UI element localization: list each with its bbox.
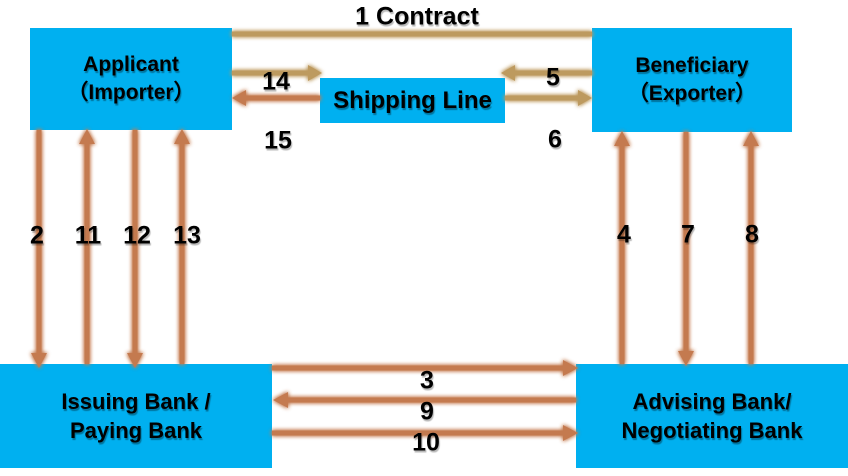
shipping-line-label: Shipping Line	[333, 86, 492, 114]
advising-bank-label-line1: Advising Bank/	[632, 389, 792, 414]
arrow-label-2: 2	[30, 221, 44, 250]
arrow-label-1-contract: 1 Contract	[355, 2, 479, 31]
applicant-importer-box: Applicant （Importer）	[30, 28, 232, 130]
arrow-label-12: 12	[123, 221, 151, 250]
arrow-label-5: 5	[546, 63, 560, 92]
arrow-label-7: 7	[681, 220, 695, 249]
advising-bank-label-line2: Negotiating Bank	[621, 418, 803, 443]
arrow-label-6: 6	[548, 125, 562, 154]
arrow-label-14: 14	[262, 67, 290, 96]
arrow-label-9: 9	[420, 397, 434, 426]
shipping-line-box: Shipping Line	[320, 78, 505, 123]
beneficiary-label-line2: （Exporter）	[627, 82, 757, 105]
arrow-label-3: 3	[420, 366, 434, 395]
arrow-label-11: 11	[74, 221, 102, 250]
beneficiary-label-line1: Beneficiary	[635, 54, 749, 77]
issuing-bank-label-line2: Paying Bank	[69, 418, 203, 443]
beneficiary-exporter-box: Beneficiary （Exporter）	[592, 28, 792, 132]
advising-negotiating-bank-box: Advising Bank/ Negotiating Bank	[576, 364, 848, 468]
arrow-label-8: 8	[745, 220, 759, 249]
issuing-paying-bank-box: Issuing Bank / Paying Bank	[0, 364, 272, 468]
arrow-label-4: 4	[617, 220, 631, 249]
applicant-label-line2: （Importer）	[67, 81, 195, 104]
applicant-label-line1: Applicant	[83, 53, 179, 76]
arrow-label-10: 10	[412, 428, 440, 457]
arrow-label-13: 13	[173, 221, 201, 250]
issuing-bank-label-line1: Issuing Bank /	[61, 389, 211, 414]
arrow-label-15: 15	[264, 126, 292, 155]
